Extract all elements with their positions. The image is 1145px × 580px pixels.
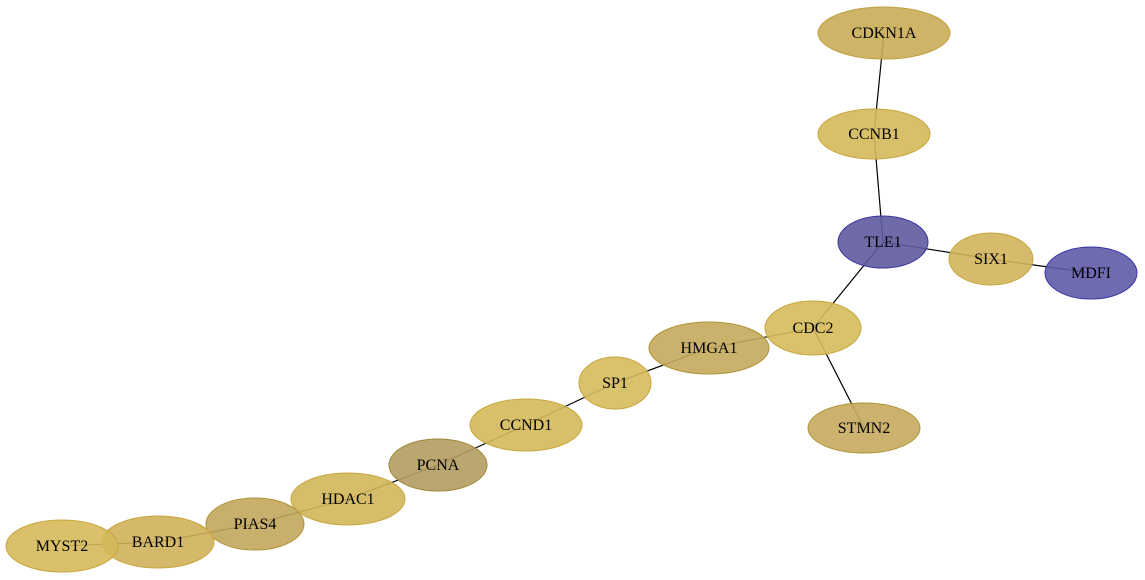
node-ccnd1[interactable]: CCND1: [469, 398, 583, 452]
node-label: BARD1: [132, 534, 184, 551]
node-shape: [290, 472, 406, 526]
node-cdkn1a[interactable]: CDKN1A: [817, 6, 951, 60]
node-shape: [388, 438, 488, 492]
node-ccnb1[interactable]: CCNB1: [817, 108, 931, 160]
node-shape: [807, 402, 921, 454]
node-label: PIAS4: [234, 516, 277, 533]
node-label: PCNA: [417, 457, 460, 474]
node-shape: [817, 6, 951, 60]
node-shape: [764, 300, 862, 356]
node-shape: [837, 215, 929, 269]
node-shape: [205, 497, 305, 551]
node-pias4[interactable]: PIAS4: [205, 497, 305, 551]
node-stmn2[interactable]: STMN2: [807, 402, 921, 454]
node-label: SP1: [602, 375, 628, 392]
node-cdc2[interactable]: CDC2: [764, 300, 862, 356]
node-tle1[interactable]: TLE1: [837, 215, 929, 269]
node-shape: [648, 321, 770, 375]
node-label: HMGA1: [681, 340, 738, 357]
node-shape: [469, 398, 583, 452]
node-label: CCND1: [500, 417, 552, 434]
node-shape: [5, 519, 119, 573]
node-label: MYST2: [36, 538, 88, 555]
node-hdac1[interactable]: HDAC1: [290, 472, 406, 526]
node-shape: [948, 232, 1034, 286]
edges-layer: [61, 32, 1092, 547]
node-label: CCNB1: [848, 126, 900, 143]
node-label: SIX1: [974, 251, 1008, 268]
node-sp1[interactable]: SP1: [578, 356, 652, 410]
node-label: TLE1: [864, 234, 901, 251]
node-hmga1[interactable]: HMGA1: [648, 321, 770, 375]
node-label: CDKN1A: [852, 25, 917, 42]
node-bard1[interactable]: BARD1: [101, 515, 215, 569]
node-six1[interactable]: SIX1: [948, 232, 1034, 286]
node-label: CDC2: [793, 320, 834, 337]
node-pcna[interactable]: PCNA: [388, 438, 488, 492]
node-label: STMN2: [838, 420, 890, 437]
node-shape: [817, 108, 931, 160]
node-label: MDFI: [1071, 265, 1111, 282]
node-myst2[interactable]: MYST2: [5, 519, 119, 573]
node-shape: [578, 356, 652, 410]
node-shape: [1044, 246, 1138, 300]
node-label: HDAC1: [321, 491, 374, 508]
node-mdfi[interactable]: MDFI: [1044, 246, 1138, 300]
